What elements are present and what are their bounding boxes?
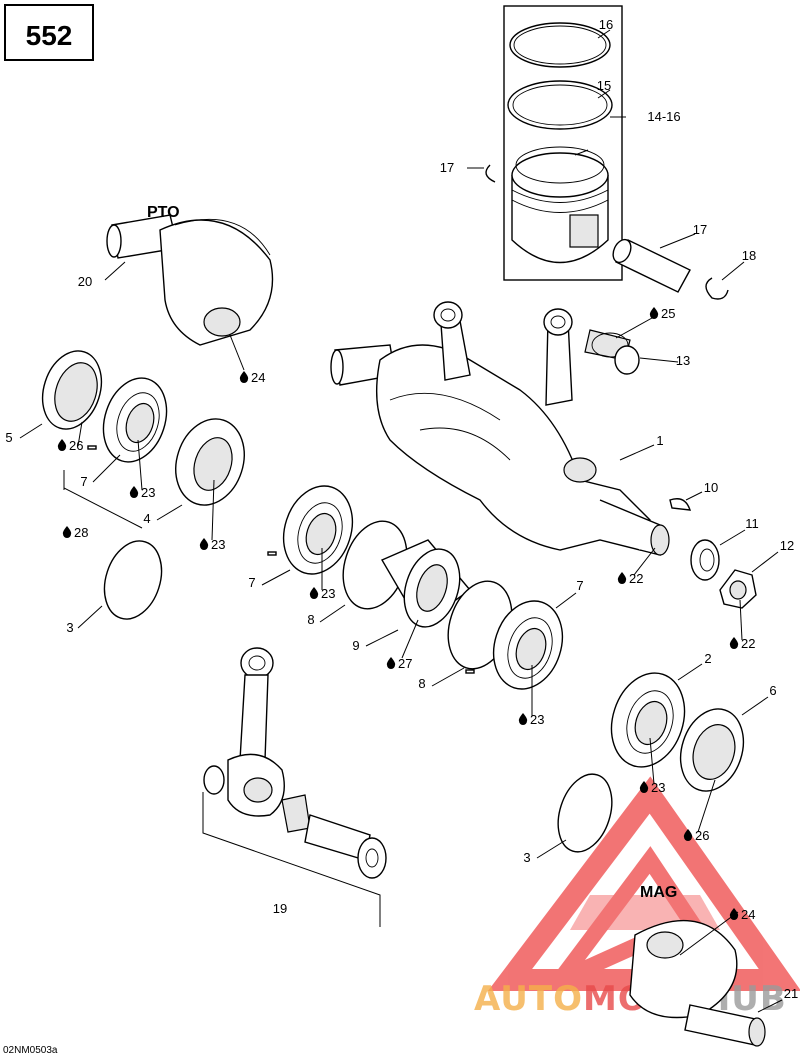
lubricant-callout-23: 23	[129, 485, 155, 500]
lubricant-number: 27	[398, 656, 412, 671]
lubricant-callout-23: 23	[639, 780, 665, 795]
callout-16: 16	[599, 17, 613, 32]
callout-14-16: 14-16	[647, 109, 680, 124]
lubricant-callout-26: 26	[57, 438, 83, 453]
oil-drop-icon	[617, 572, 627, 584]
callout-6: 6	[769, 683, 776, 698]
piston-assembly	[485, 5, 623, 281]
watermark-auto: AUTO	[474, 979, 583, 1019]
callout-17: 17	[693, 222, 707, 237]
lubricant-number: 26	[69, 438, 83, 453]
oil-drop-icon	[309, 587, 319, 599]
lubricant-number: 23	[211, 537, 225, 552]
callout-2: 2	[704, 651, 711, 666]
callout-3: 3	[66, 620, 73, 635]
lubricant-callout-27: 27	[386, 656, 412, 671]
lubricant-callout-22: 22	[617, 571, 643, 586]
callout-19: 19	[273, 901, 287, 916]
callout-20: 20	[78, 274, 92, 289]
callout-8: 8	[307, 612, 314, 627]
lubricant-number: 23	[141, 485, 155, 500]
callout-15: 15	[597, 78, 611, 93]
leader-lines	[19, 29, 783, 1013]
piston-pin	[612, 238, 729, 300]
lubricant-number: 26	[695, 828, 709, 843]
callout-8: 8	[418, 676, 425, 691]
washer-11	[690, 539, 720, 581]
oil-drop-icon	[199, 538, 209, 550]
callout-17: 17	[440, 160, 454, 175]
lubricant-number: 25	[661, 306, 675, 321]
seal-6	[679, 708, 745, 792]
bearing-2	[610, 672, 686, 768]
oil-drop-icon	[62, 526, 72, 538]
oil-drop-icon	[57, 439, 67, 451]
key-10	[669, 498, 692, 511]
callout-18: 18	[742, 248, 756, 263]
callout-1: 1	[656, 433, 663, 448]
seal-5	[41, 350, 103, 430]
callout-13: 13	[676, 353, 690, 368]
bearing-7-middle	[282, 485, 354, 575]
page-number-box: 552	[4, 4, 94, 61]
oil-drop-icon	[683, 829, 693, 841]
lubricant-callout-24: 24	[239, 370, 265, 385]
lubricant-number: 28	[74, 525, 88, 540]
bearing-7-right	[492, 600, 564, 690]
callout-12: 12	[780, 538, 794, 553]
callout-3: 3	[523, 850, 530, 865]
callout-7: 7	[576, 578, 583, 593]
callout-5: 5	[5, 430, 12, 445]
page-number: 552	[26, 20, 73, 51]
oil-drop-icon	[239, 371, 249, 383]
figure-code: 02NM0503a	[3, 1045, 58, 1056]
mag-crank-half	[629, 919, 766, 1047]
dowel-pins	[87, 445, 475, 674]
lubricant-number: 22	[629, 571, 643, 586]
callout-11: 11	[745, 516, 759, 531]
lubricant-callout-26: 26	[683, 828, 709, 843]
lubricant-callout-23: 23	[199, 537, 225, 552]
pto-heading: PTO	[147, 204, 180, 221]
lubricant-callout-23: 23	[309, 586, 335, 601]
lubricant-callout-22: 22	[729, 636, 755, 651]
oil-drop-icon	[729, 908, 739, 920]
lubricant-number: 23	[530, 712, 544, 727]
bearing-7-left	[102, 377, 168, 463]
o-ring-3-left	[103, 540, 163, 620]
oil-drop-icon	[649, 307, 659, 319]
nut-12	[719, 569, 757, 609]
o-ring-3-right	[557, 773, 613, 853]
oil-drop-icon	[386, 657, 396, 669]
callout-10: 10	[704, 480, 718, 495]
lubricant-callout-25: 25	[649, 306, 675, 321]
needle-bearing-25	[584, 329, 640, 375]
lubricant-number: 24	[251, 370, 265, 385]
lubricant-callout-23: 23	[518, 712, 544, 727]
callout-7: 7	[80, 474, 87, 489]
crankshaft	[330, 301, 670, 556]
oil-drop-icon	[129, 486, 139, 498]
conrod-kit-19	[202, 647, 387, 927]
lubricant-callout-28: 28	[62, 525, 88, 540]
oil-drop-icon	[639, 781, 649, 793]
oil-drop-icon	[729, 637, 739, 649]
bearing-9	[380, 539, 472, 628]
lubricant-number: 24	[741, 907, 755, 922]
lubricant-callout-24: 24	[729, 907, 755, 922]
bearing-4	[175, 418, 245, 506]
oil-drop-icon	[518, 713, 528, 725]
lubricant-number: 23	[321, 586, 335, 601]
callout-4: 4	[143, 511, 150, 526]
callout-9: 9	[352, 638, 359, 653]
callout-21: 21	[784, 986, 798, 1001]
callout-7: 7	[248, 575, 255, 590]
lubricant-number: 22	[741, 636, 755, 651]
pto-crank-half	[106, 214, 274, 346]
mag-heading: MAG	[640, 884, 677, 901]
lubricant-number: 23	[651, 780, 665, 795]
